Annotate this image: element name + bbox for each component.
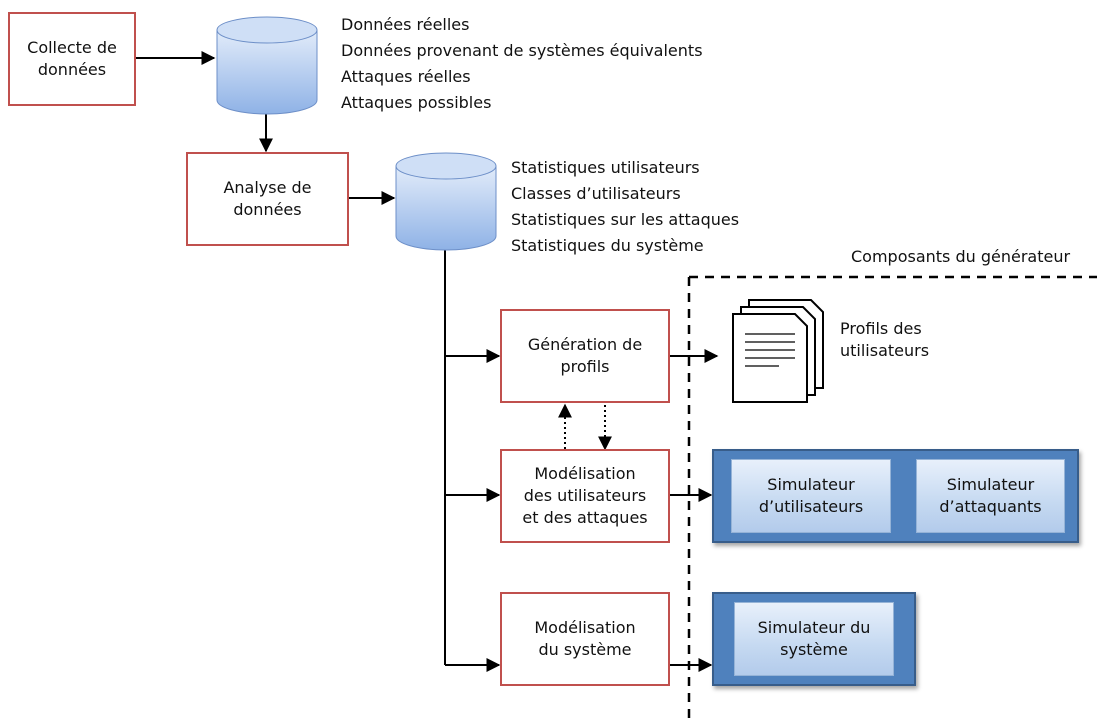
database-1-item: Données réelles xyxy=(341,15,470,34)
user-simulator: Simulateur d’utilisateurs xyxy=(731,459,891,533)
documents-icon xyxy=(732,299,824,403)
system-simulator-panel: Simulateur du système xyxy=(712,592,916,686)
modelisation-utilisateurs-box: Modélisation des utilisateurs et des att… xyxy=(500,449,670,543)
database-1-item: Attaques réelles xyxy=(341,67,471,86)
database-2-item: Statistiques du système xyxy=(511,236,704,255)
database-2-item: Statistiques utilisateurs xyxy=(511,158,700,177)
database-1-icon xyxy=(216,16,318,115)
database-1-item: Attaques possibles xyxy=(341,93,492,112)
database-2-description: Statistiques utilisateurs Classes d’util… xyxy=(511,155,739,259)
analyse-box: Analyse de données xyxy=(186,152,349,246)
generation-box: Génération de profils xyxy=(500,309,670,403)
database-1-description: Données réelles Données provenant de sys… xyxy=(341,12,703,116)
profiles-label: Profils des utilisateurs xyxy=(840,319,930,360)
database-2-item: Statistiques sur les attaques xyxy=(511,210,740,229)
system-simulator: Simulateur du système xyxy=(734,602,894,676)
modelisation-systeme-box: Modélisation du système xyxy=(500,592,670,686)
generator-components-label: Composants du générateur xyxy=(851,247,1071,266)
database-1-item: Données provenant de systèmes équivalent… xyxy=(341,41,703,60)
collecte-box: Collecte de données xyxy=(8,12,136,106)
database-2-icon xyxy=(395,152,497,251)
attacker-simulator: Simulateur d’attaquants xyxy=(916,459,1065,533)
database-2-item: Classes d’utilisateurs xyxy=(511,184,681,203)
users-attackers-simulator-panel: Simulateur d’utilisateurs Simulateur d’a… xyxy=(712,449,1079,543)
